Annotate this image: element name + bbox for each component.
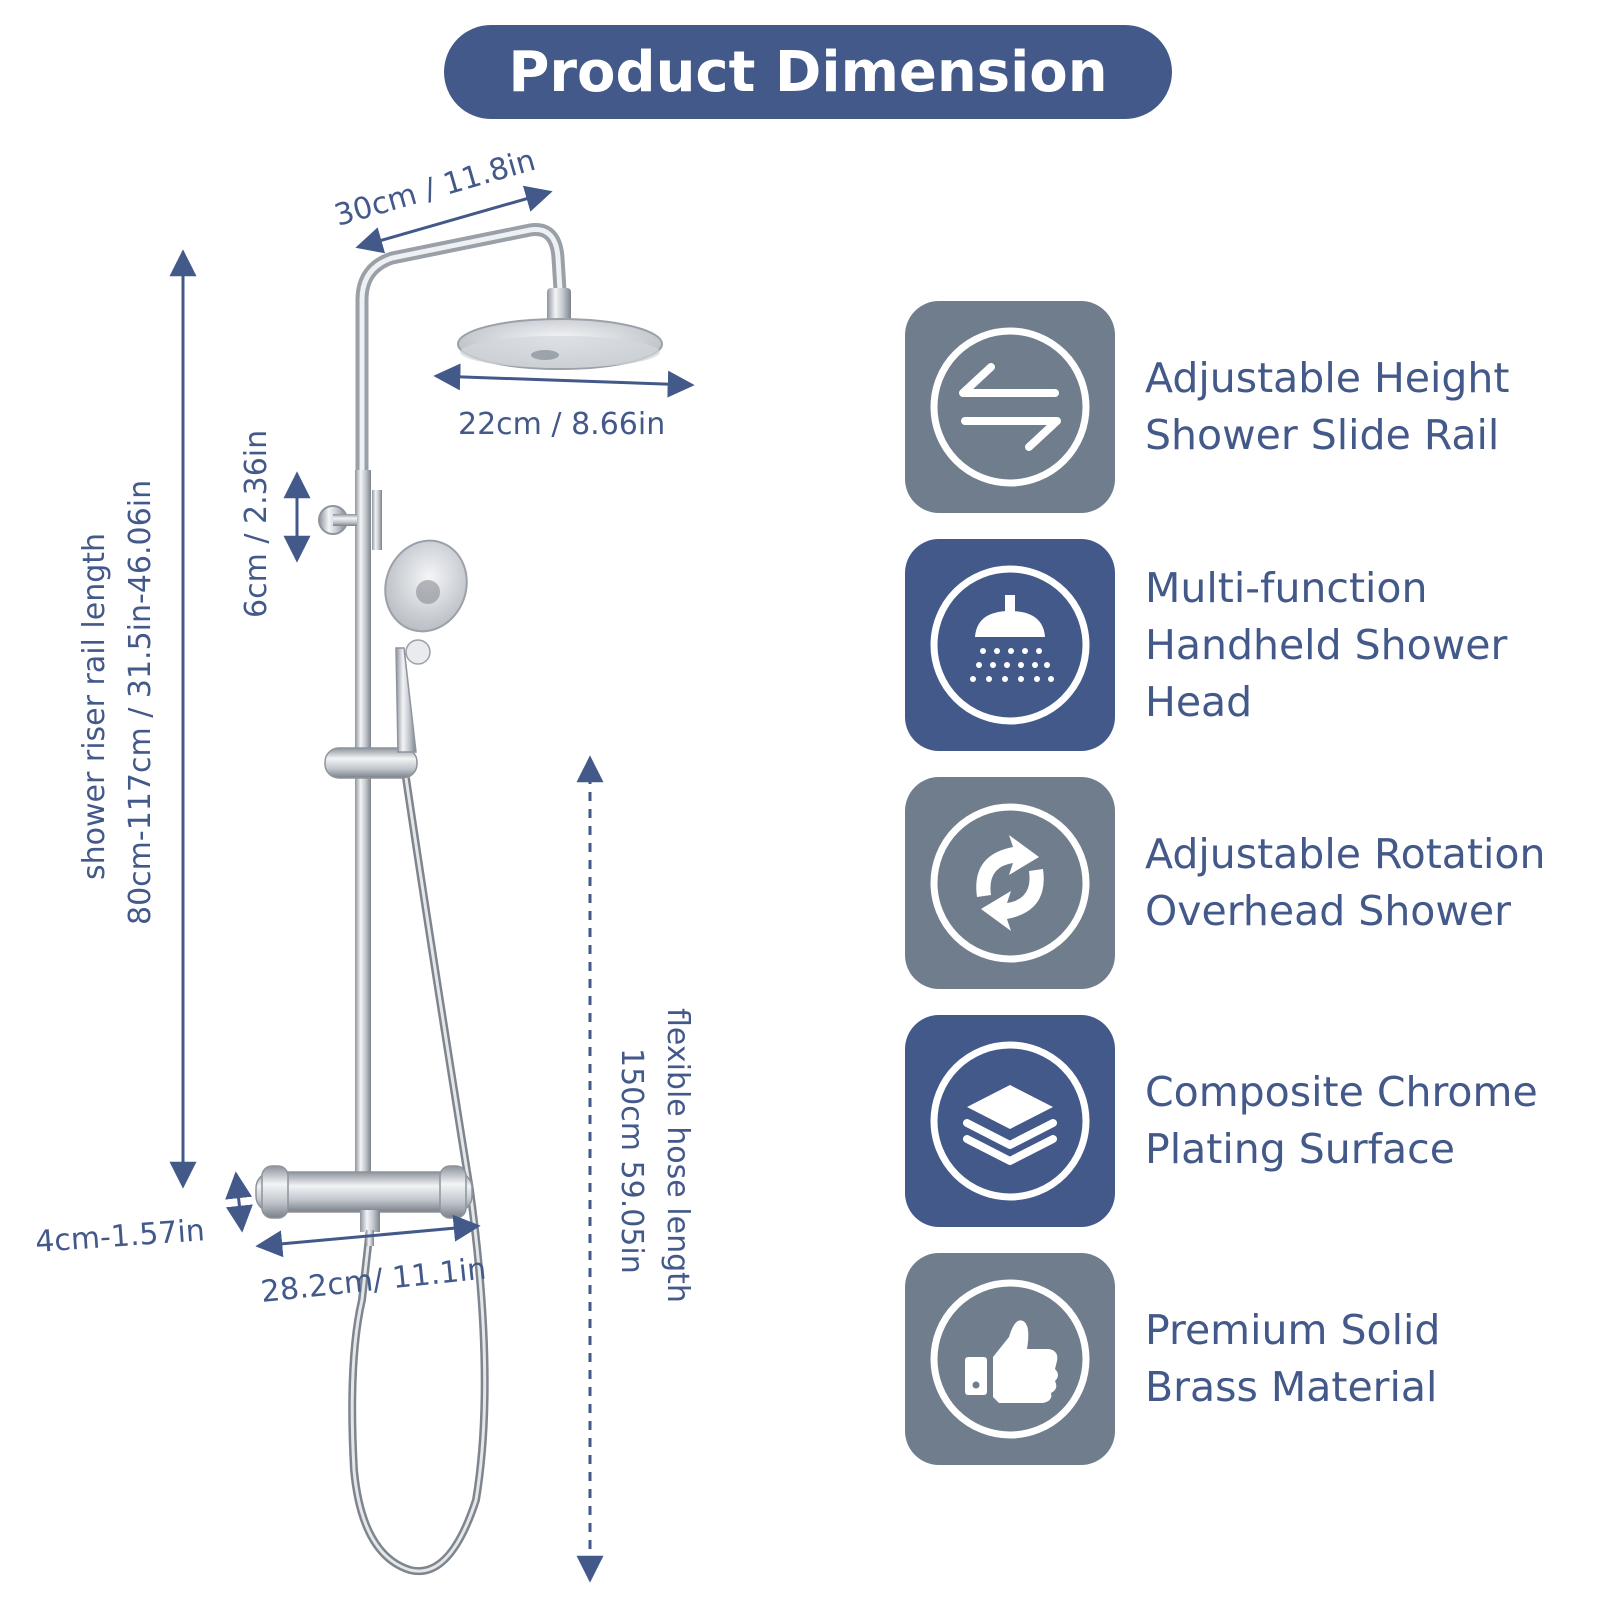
- swap-arrows-icon: [930, 327, 1090, 487]
- hose-dimension-label: flexible hose length: [660, 1008, 695, 1303]
- rotate-icon: [930, 803, 1090, 963]
- feature-tile: [905, 301, 1115, 513]
- feature-adjustable-rotation: Adjustable Rotation Overhead Shower: [905, 777, 1585, 989]
- slide-holder: [324, 747, 418, 779]
- top-arm-dimension: 30cm / 11.8in: [331, 143, 540, 234]
- valve-height-arrow: [225, 1171, 253, 1233]
- feature-tile: [905, 539, 1115, 751]
- valve-width-dimension: 28.2cm/ 11.1in: [259, 1251, 488, 1309]
- shower-head-arrow: [433, 363, 695, 398]
- valve-width-arrow: [255, 1214, 481, 1258]
- thumbs-up-icon: [930, 1279, 1090, 1439]
- valve-height-dimension: 4cm-1.57in: [34, 1213, 206, 1260]
- feature-tile: [905, 1015, 1115, 1227]
- holder-dimension: 6cm / 2.36in: [239, 430, 274, 618]
- layers-icon: [930, 1041, 1090, 1201]
- feature-solid-brass: Premium Solid Brass Material: [905, 1253, 1585, 1465]
- feature-tile: [905, 777, 1115, 989]
- wall-bracket: [318, 505, 357, 535]
- feature-label: Composite Chrome Plating Surface: [1145, 1068, 1538, 1173]
- riser-dimension-value: 80cm-117cm / 31.5in-46.06in: [123, 480, 158, 925]
- shower-head-dimension: 22cm / 8.66in: [458, 407, 665, 442]
- flexible-hose: [348, 777, 489, 1576]
- page-title: Product Dimension: [508, 39, 1108, 105]
- hose-dimension-value: 150cm 59.05in: [614, 1048, 649, 1274]
- feature-label: Premium Solid Brass Material: [1145, 1306, 1441, 1411]
- riser-dimension-label: shower riser rail length: [77, 533, 112, 880]
- handheld-shower: [384, 539, 468, 753]
- top-arm-arrow: [355, 185, 553, 254]
- thermostatic-valve: [255, 1165, 473, 1246]
- feature-tile: [905, 1253, 1115, 1465]
- feature-adjustable-height: Adjustable Height Shower Slide Rail: [905, 301, 1585, 513]
- title-banner: Product Dimension: [444, 25, 1172, 119]
- shower-head-icon: [930, 565, 1090, 725]
- riser-rail: [355, 470, 382, 1190]
- feature-label: Adjustable Height Shower Slide Rail: [1145, 354, 1510, 459]
- overhead-shower-head: [457, 288, 663, 370]
- feature-chrome-plating: Composite Chrome Plating Surface: [905, 1015, 1585, 1227]
- feature-label: Multi-function Handheld Shower Head: [1145, 563, 1508, 726]
- feature-multi-function: Multi-function Handheld Shower Head: [905, 539, 1585, 751]
- feature-label: Adjustable Rotation Overhead Shower: [1145, 830, 1546, 935]
